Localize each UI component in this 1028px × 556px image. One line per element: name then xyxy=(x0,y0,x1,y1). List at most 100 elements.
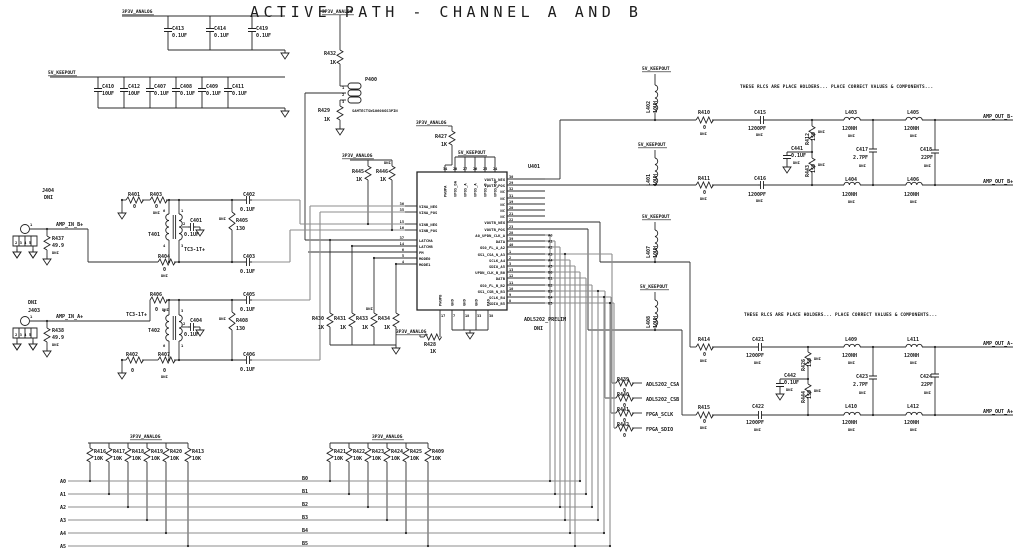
ic-bus-b0: B0 xyxy=(548,270,553,275)
net-b5: B5 xyxy=(302,541,308,547)
c408-val: 0.1UF xyxy=(180,91,195,97)
c404-val: 0.1UF xyxy=(184,332,199,338)
ic-pin-vouta_neg: VOUTA_NEG xyxy=(484,177,505,182)
r432-ref: R432 xyxy=(324,51,336,57)
r431-val: 1K xyxy=(340,325,346,331)
ic-bus-a0: A0 xyxy=(548,233,553,238)
r425-val: 10K xyxy=(410,456,419,462)
ic-pin-num-15: 15 xyxy=(400,220,404,224)
r428-ref: R428 xyxy=(424,342,436,348)
ic-pin-num-12: 12 xyxy=(509,274,513,278)
ic-pin-bot-gnd-3: GND xyxy=(474,298,479,306)
ic-pin-gs0_fl_a_a2: GS0_FL_A_A2 xyxy=(480,245,505,250)
t401-ref: T401 xyxy=(148,232,160,238)
ic-pin-num-13: 13 xyxy=(509,268,513,272)
c403-val: 0.1UF xyxy=(240,269,255,275)
j403-dni: DNI xyxy=(28,300,37,306)
c415-dni: DNI xyxy=(756,132,763,137)
ic-pin-pm: PM xyxy=(419,250,424,255)
r433-ref: R433 xyxy=(356,316,368,322)
c424-ref: C424 xyxy=(920,374,932,380)
ic-pin-bot-gnd-1: GND xyxy=(450,298,455,306)
net-3p3v-r445: 3P3V_ANALOG xyxy=(342,153,373,159)
port-amp-in-b: AMP_IN_B+ xyxy=(56,222,83,228)
r402-val: 0 xyxy=(131,368,134,374)
ic-pin-sclk_b4: SCLK_B4 xyxy=(489,295,506,300)
r415-val: 0 xyxy=(703,419,706,425)
ic-pin-voutb_neg: VOUTB_NEG xyxy=(484,220,505,225)
c418-ref: C418 xyxy=(920,147,932,153)
r439-val: 0 xyxy=(623,388,626,394)
r414-val: 0 xyxy=(703,352,706,358)
ic-pin-gs0_fl_b_b2: GS0_FL_B_B2 xyxy=(480,283,505,288)
r426-val: 150 xyxy=(807,358,813,367)
ic-pin-vouta_pos: VOUTA_POS xyxy=(484,183,505,188)
ic-pin-sdio_b5: SDIO_B5 xyxy=(489,301,506,306)
l406-val: 120NH xyxy=(904,192,919,198)
c406-ref: C406 xyxy=(243,352,255,358)
c414-ref: C414 xyxy=(214,26,226,32)
port-amp-out-bp: AMP_OUT_B+ xyxy=(983,179,1013,185)
c401-ref: C401 xyxy=(190,218,202,224)
r424-val: 10K xyxy=(391,456,400,462)
r420-val: 10K xyxy=(170,456,179,462)
ic-pin-bot-pad-4: PAD xyxy=(486,298,491,306)
r443-dni: DNI xyxy=(818,162,825,167)
l404-ref: L404 xyxy=(845,177,857,183)
ic-pin-nc: NC xyxy=(500,189,505,194)
r410-dni: DNI xyxy=(700,131,707,136)
r410-val: 0 xyxy=(703,125,706,131)
r446-dni: DNI xyxy=(384,160,391,165)
ic-pin-num-6: 6 xyxy=(402,248,404,252)
r412-val: 150 xyxy=(811,132,817,141)
c423-val: 2.7PF xyxy=(853,382,868,388)
r402-ref: R402 xyxy=(126,352,138,358)
c418-dni: DNI xyxy=(924,163,931,168)
c422-dni: DNI xyxy=(754,427,761,432)
r417-ref: R417 xyxy=(113,449,125,455)
ic-pin-top-vpos_da-1: VPOS_DA xyxy=(453,180,458,197)
r429-val: 1K xyxy=(324,117,330,123)
c407-ref: C407 xyxy=(154,84,166,90)
r407-dni: DNI xyxy=(161,374,168,379)
l402-val: 10UH xyxy=(653,101,659,113)
ic-pin-num-19: 19 xyxy=(509,200,513,204)
t401-p3: 3 xyxy=(181,243,184,248)
r445-ref: R445 xyxy=(352,169,364,175)
r438-val: 49.9 xyxy=(52,335,64,341)
ic-pin-num-top-34: 34 xyxy=(443,167,447,171)
r403-val: 0 xyxy=(155,204,158,210)
ic-pin-updn_clk_b_b0: UPDN_CLK_B_B0 xyxy=(475,270,505,275)
r422-val: 10K xyxy=(353,456,362,462)
symbols xyxy=(12,16,939,463)
ic-pin-data: DATA xyxy=(496,239,506,244)
ic-pin-num-3: 3 xyxy=(509,262,511,266)
r413-val: 10K xyxy=(192,456,201,462)
ic-pin-sdio_a5: SDIO_A5 xyxy=(489,264,506,269)
t402-part: TC3-1T+ xyxy=(126,312,147,318)
r429-ref: R429 xyxy=(318,108,330,114)
net-adl-csa: ADL5202_CSA xyxy=(646,382,679,388)
r423-ref: R423 xyxy=(372,449,384,455)
ic-pin-num-36: 36 xyxy=(400,202,404,206)
l411-dni: DNI xyxy=(910,360,917,365)
p400-pin2: 2 xyxy=(342,92,344,97)
r405-ref: R405 xyxy=(236,218,248,224)
c417-dni: DNI xyxy=(859,163,866,168)
r412-dni: DNI xyxy=(818,129,825,134)
r421-ref: R421 xyxy=(334,449,346,455)
ic-pin-num-37: 37 xyxy=(400,236,404,240)
r446-val: 1K xyxy=(380,177,386,183)
ic-pin-top-pwupa-0: PWUPA xyxy=(443,185,448,197)
c415-ref: C415 xyxy=(754,110,766,116)
c424-dni: DNI xyxy=(924,390,931,395)
l409-dni: DNI xyxy=(848,360,855,365)
ic-bus-a3: A3 xyxy=(548,252,553,257)
r414-dni: DNI xyxy=(700,358,707,363)
r417-val: 10K xyxy=(113,456,122,462)
l404-val: 120NH xyxy=(842,192,857,198)
ic-pin-sclk_a4: SCLK_A4 xyxy=(489,258,506,263)
ic-pin-num-9: 9 xyxy=(509,293,511,297)
r442-val: 0 xyxy=(623,433,626,439)
l401-ref: L401 xyxy=(646,174,652,186)
